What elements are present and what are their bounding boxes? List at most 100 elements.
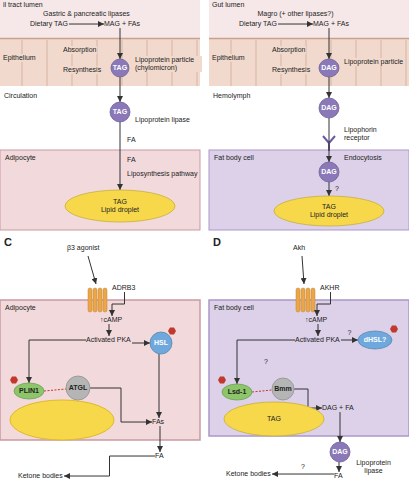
node-text: MAG + FAs (104, 20, 141, 28)
flow-arrow (120, 122, 121, 190)
flow-arrow (120, 77, 121, 102)
node-text: TAG (322, 203, 336, 211)
epithelium-ground (209, 38, 409, 86)
annotation-label: Liposynthesis pathway (126, 170, 198, 178)
annotation-label: Resynthesis (271, 66, 311, 74)
node-text: TAG (113, 198, 127, 206)
flow-arrow (69, 24, 104, 25)
adipocyte-ground (0, 300, 200, 440)
annotation-label: Absorption (271, 46, 306, 54)
fat-body-ground (209, 300, 409, 436)
flow-arrow (340, 412, 341, 442)
phosphate-symbol (10, 326, 398, 384)
flow-arrow (317, 292, 331, 316)
edge-label: ? (263, 358, 269, 366)
edge-label: Lipoprotein lipase (351, 459, 397, 475)
text-node: FA (155, 452, 165, 460)
flow-arrow (329, 28, 330, 59)
annotation-label: FA (126, 136, 137, 144)
node-text: DAG (321, 64, 337, 72)
interaction-line (44, 389, 66, 391)
text-node: Dietary TAG (30, 20, 69, 28)
node-text: TAG (113, 108, 127, 116)
lipid-droplet (10, 400, 114, 440)
cell-wall (22, 40, 23, 86)
node-text: FAs (152, 418, 166, 426)
cell-wall (231, 40, 232, 86)
flow-arrow (329, 182, 330, 196)
region-band: Gut lumenDietary TAGMAG + FAs (209, 0, 409, 38)
node-text: Activated PKA (86, 336, 132, 344)
text-node: ↑cAMP (305, 316, 329, 324)
flow-arrow (278, 24, 313, 25)
lipid-droplet: TAGLipid droplet (65, 190, 175, 222)
edge-label: ? (300, 463, 306, 471)
node-text: ATGL (69, 384, 88, 392)
flow-arrow (132, 343, 150, 344)
text-node: FAs (152, 418, 166, 426)
flow-arrow (90, 388, 152, 422)
molecule-circle: Lsd-1 (222, 384, 252, 400)
node-text: Epithelium (211, 54, 246, 62)
annotation-label: Absorption (62, 46, 97, 54)
cell-wall (406, 40, 407, 86)
fat-body-ground (209, 150, 409, 230)
edge-label: ? (334, 185, 340, 193)
adipocyte-ground (0, 150, 200, 230)
node-text: Ketone bodies (18, 472, 64, 480)
node-text: ADRB3 (112, 284, 137, 292)
annotation-label: Lipoprotein particle (343, 58, 405, 66)
text-node: MAG + FAs (313, 20, 350, 28)
ligand-arrow (302, 256, 304, 284)
region-band: Adipocyte↑cAMPActivated PKAHSLPLIN1ATGLF… (0, 300, 200, 440)
edge-label: ? (347, 329, 353, 337)
molecule-circle: DAG (319, 59, 339, 77)
node-text: dHSL? (364, 336, 387, 344)
panel-letter: C (3, 236, 13, 249)
molecule-circle: PLIN1 (14, 383, 44, 399)
cell-wall (47, 40, 48, 86)
molecule-circle: DAG (330, 442, 350, 462)
annotation-label: β3 agonist (66, 244, 100, 252)
node-text: Fat body cell (213, 154, 255, 162)
flow-arrow (318, 324, 319, 336)
annotation-label: Resynthesis (62, 66, 102, 74)
node-text: PLIN1 (19, 387, 39, 395)
node-text: Gut lumen (211, 1, 245, 9)
node-text: Ketone bodies (226, 470, 272, 478)
node-text: Activated PKA (295, 336, 341, 344)
annotation-label: Lipoprotein particle (chylomicron) (134, 56, 202, 72)
molecule-circle: HSL (150, 332, 172, 354)
node-text: DAG (332, 448, 348, 456)
node-text: FA (155, 452, 165, 460)
node-text: MAG + FAs (313, 20, 350, 28)
node-text: ↑cAMP (100, 316, 124, 324)
molecule-circle: DAG (319, 98, 339, 118)
molecule-circle: DAG (319, 162, 339, 182)
node-text: Fat body cell (213, 304, 255, 312)
flow-arrow (341, 340, 358, 341)
annotation-label: Lipoprotein lipase (134, 116, 191, 124)
lumen-ground (209, 0, 409, 38)
annotation-label: Lipophorin receptor (343, 126, 405, 142)
node-text: DAG (321, 104, 337, 112)
text-node: Activated PKA (295, 336, 341, 344)
text-node: MAG + FAs (104, 20, 141, 28)
flow-arrow (112, 292, 125, 316)
flow-arrow (272, 474, 334, 475)
node-text: DAG (321, 168, 337, 176)
flow-arrow (159, 354, 160, 418)
node-text: TAG (113, 64, 127, 72)
edge-label: Gastric & pancreatic lipases (42, 10, 131, 18)
annotation-label: Hemolymph (212, 92, 251, 100)
flow-arrow (237, 340, 295, 384)
lumen-ground (0, 0, 200, 38)
text-node: Ketone bodies (226, 470, 272, 478)
region-band: AdipocyteTAGLipid droplet (0, 150, 200, 230)
molecule-circle: dHSL? (358, 331, 392, 349)
node-text: Lipid droplet (310, 211, 348, 219)
receptor-symbol (88, 288, 315, 312)
node-text: TAG (267, 415, 281, 423)
text-node: ADRB3 (112, 284, 137, 292)
node-text: Epithelium (2, 54, 37, 62)
